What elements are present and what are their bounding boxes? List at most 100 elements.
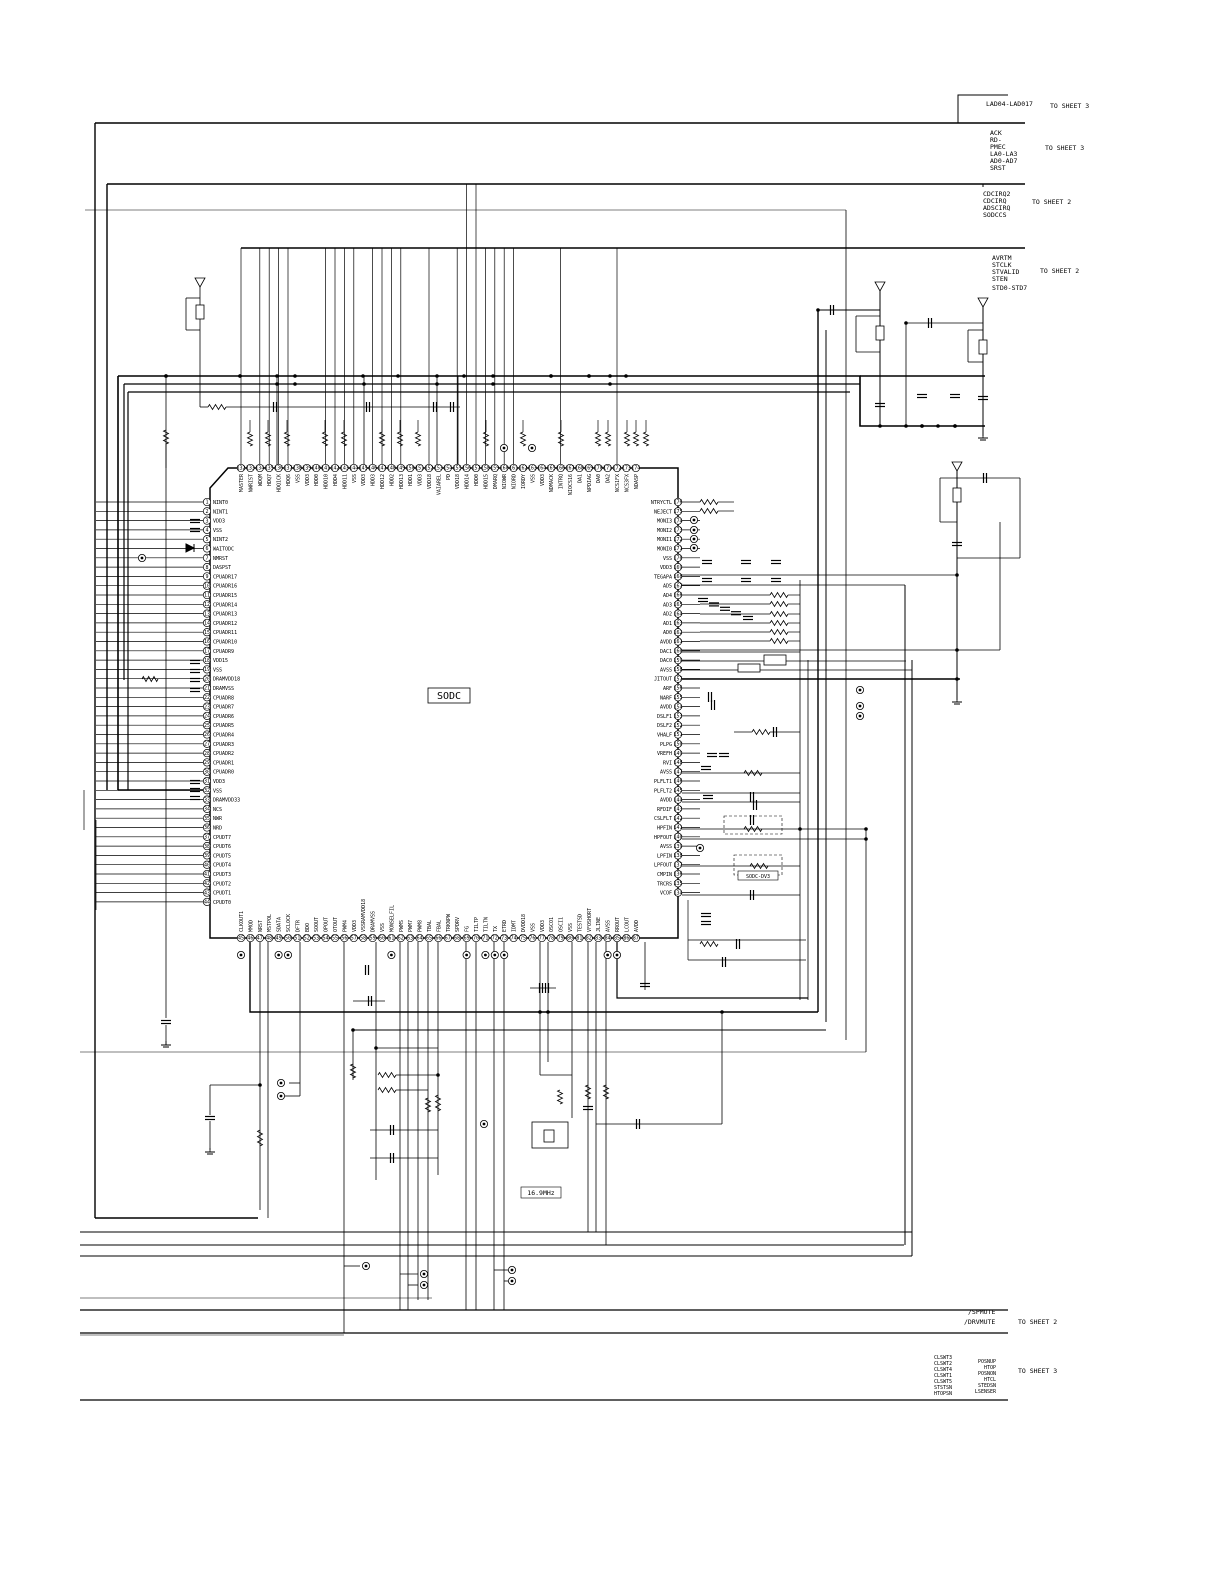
pin-number: 143 xyxy=(673,807,682,813)
pin-label: NWR xyxy=(213,816,223,822)
bus-signal: AD0-AD7 xyxy=(990,157,1017,165)
pin-number-marker xyxy=(673,525,683,534)
pin-number-marker xyxy=(547,463,556,473)
pin-number: 5 xyxy=(205,537,208,543)
pin-number: 141 xyxy=(673,825,682,831)
pin-number: 151 xyxy=(673,732,682,738)
pin-number-marker xyxy=(673,879,683,888)
pin-label: DASPST xyxy=(213,565,231,571)
pin-label: CPUADR3 xyxy=(213,742,234,748)
test-point xyxy=(277,953,280,957)
pin-number: 139 xyxy=(673,844,682,850)
pin-number: 82 xyxy=(586,936,592,942)
pin-number-marker xyxy=(500,933,509,943)
pin-label: VDD18 xyxy=(427,474,433,489)
pin-number-marker xyxy=(202,497,212,507)
power-supply-symbol xyxy=(951,461,963,472)
pin-label: OPOUT xyxy=(324,917,330,932)
pin-number-marker xyxy=(462,933,471,943)
pin-number-marker xyxy=(415,463,424,473)
pin-number-marker xyxy=(321,933,330,943)
pin-label: CPUADR15 xyxy=(213,593,237,599)
bus-cdcirq-to-sheet2: CDCIRQ2 CDCIRQ ADSCIRQ SODCCS TO SHEET 2 xyxy=(983,190,1071,219)
pin-number: 141 xyxy=(321,466,330,472)
pin-label: NRST xyxy=(258,920,264,932)
pin-number: 21 xyxy=(204,686,210,692)
pin-label: VSS xyxy=(352,474,358,483)
pin-label: AVSS xyxy=(660,667,672,673)
pin-number: 140 xyxy=(673,835,682,841)
pin-number: 150 xyxy=(673,742,682,748)
pin-label: ETRD xyxy=(502,920,508,932)
test-point xyxy=(390,953,393,957)
pin-label: RROUT xyxy=(615,917,621,932)
pin-number: 40 xyxy=(204,862,210,868)
pin-label: CPUDT2 xyxy=(213,881,231,887)
test-point xyxy=(502,446,506,450)
pin-number-marker xyxy=(202,842,212,851)
pin-number-marker xyxy=(673,544,683,553)
resistor xyxy=(283,431,291,447)
resistor xyxy=(377,1071,397,1079)
test-point xyxy=(692,528,696,532)
pin-number: 69 xyxy=(464,936,470,942)
pin-number: 42 xyxy=(204,881,210,887)
pin-label: PWM7 xyxy=(408,920,414,932)
pin-number: 36 xyxy=(204,825,210,831)
pin-label: VSS xyxy=(213,667,222,673)
pin-number-marker xyxy=(673,572,683,581)
junction-dot xyxy=(608,382,612,386)
pin-number: 165 xyxy=(673,602,682,608)
junction-dot xyxy=(293,382,297,386)
pin-label: ARF xyxy=(663,686,672,692)
pin-number: 137 xyxy=(283,466,292,472)
pin-label: VDD3 xyxy=(213,519,225,525)
pin-label: OTOUT xyxy=(333,917,339,932)
pin-number: 165 xyxy=(547,466,556,472)
pin-number: 160 xyxy=(500,466,509,472)
pin-number-marker xyxy=(202,888,212,897)
pin-number: 28 xyxy=(204,751,210,757)
pin-number: 29 xyxy=(204,760,210,766)
pin-label: DRAMVSS xyxy=(371,911,377,932)
pin-label: NDMACK xyxy=(549,474,555,492)
pin-number: 136 xyxy=(274,466,283,472)
pin-number: 35 xyxy=(204,816,210,822)
pin-number-marker xyxy=(622,933,631,943)
pin-number-marker xyxy=(377,463,387,473)
sodc-dv3-label: SODC-DV3 xyxy=(746,874,770,880)
pin-number-marker xyxy=(471,463,481,473)
pin-number-marker xyxy=(202,702,212,711)
pin-number: 163 xyxy=(528,466,537,472)
pin-number: 172 xyxy=(673,537,682,543)
junction-dot xyxy=(955,648,959,652)
pin-label: AD0 xyxy=(663,630,672,636)
pin-number-marker xyxy=(202,758,212,767)
pin-number: 31 xyxy=(204,779,210,785)
pin-number-marker xyxy=(202,832,212,841)
pin-label: NWRIST xyxy=(248,474,254,492)
pin-number: 152 xyxy=(673,723,682,729)
bus-signal: HTOPSN xyxy=(934,1391,952,1397)
pin-number-marker xyxy=(293,463,302,473)
pin-number: 138 xyxy=(673,853,682,859)
pin-number-marker xyxy=(603,463,612,473)
pin-label: RVI xyxy=(663,760,672,766)
pin-number-marker xyxy=(202,767,212,776)
power-supply-symbol xyxy=(194,277,206,288)
pin-label: VSS xyxy=(530,474,536,483)
resistor xyxy=(519,431,527,447)
junction-dot xyxy=(362,382,366,386)
pin-label: AD5 xyxy=(663,584,672,590)
pin-number: 76 xyxy=(529,936,535,942)
pin-label: AD3 xyxy=(663,602,672,608)
pin-label: TESTSD xyxy=(577,914,583,932)
pin-number-marker xyxy=(673,795,683,804)
pin-number: 20 xyxy=(204,676,210,682)
pin-label: CPUADR5 xyxy=(213,723,234,729)
bus-clswt-to-sheet3: CLSWT3 CLSWT2 CLSWT4 CLSWT1 CLSWT5 STSTS… xyxy=(934,1355,1057,1397)
pin-number-marker xyxy=(673,535,683,544)
pin-label: VSS xyxy=(663,556,672,562)
bus-signal: CDCIRQ2 xyxy=(983,190,1010,198)
pin-number-marker xyxy=(202,637,212,646)
